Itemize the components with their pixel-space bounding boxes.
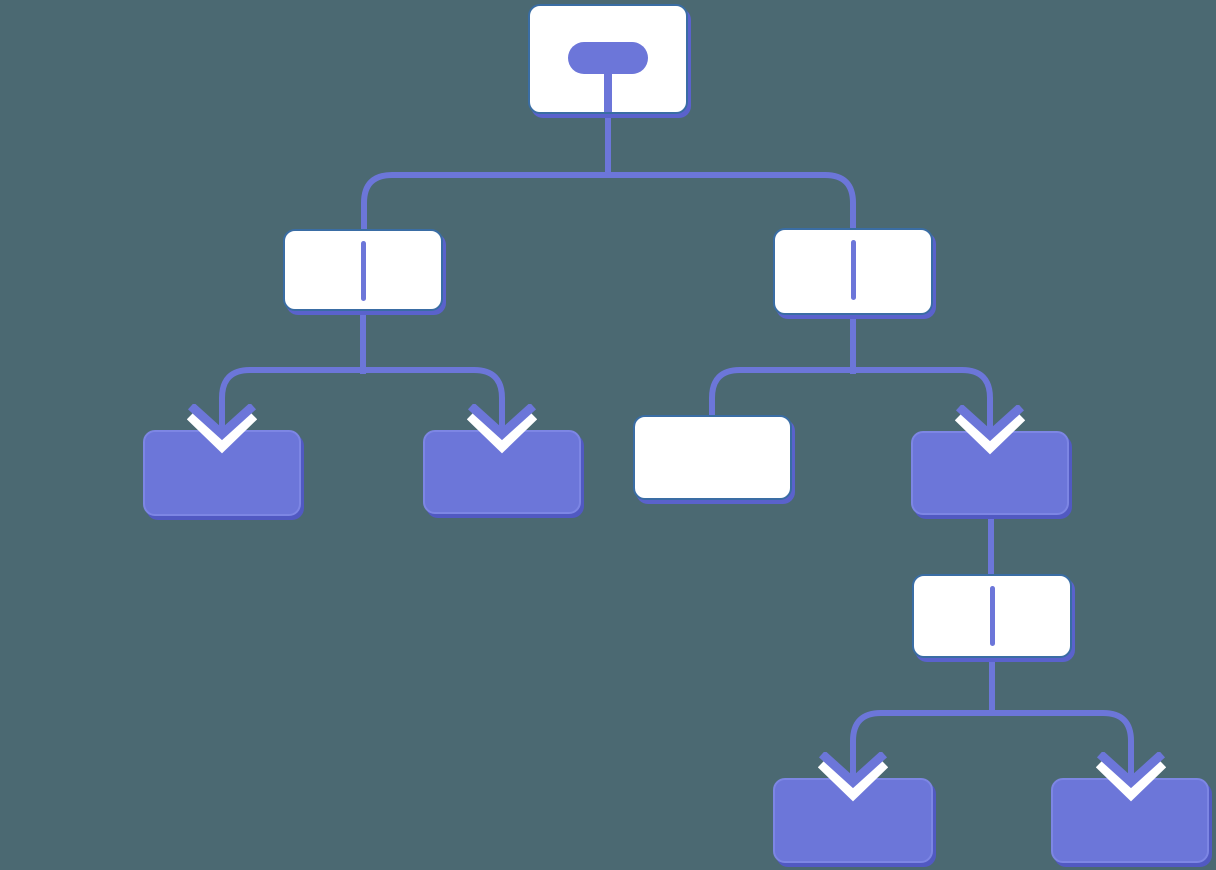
node-branch-left[interactable] xyxy=(283,229,443,311)
node-divider-line xyxy=(360,241,366,301)
node-child-plain[interactable] xyxy=(633,415,792,500)
node-leaf-bottom-2[interactable] xyxy=(1051,778,1209,863)
node-leaf-left-2[interactable] xyxy=(423,430,581,514)
node-child-purple[interactable] xyxy=(911,431,1069,515)
node-leaf-bottom-1[interactable] xyxy=(773,778,933,863)
node-divider-line xyxy=(989,586,995,646)
node-sub-branch[interactable] xyxy=(912,574,1072,658)
root-pill-stem xyxy=(604,70,612,112)
node-leaf-left-1[interactable] xyxy=(143,430,301,516)
connector-split-top xyxy=(361,172,856,232)
connector-split-left xyxy=(219,367,505,436)
connector-split-bottom xyxy=(850,710,1134,784)
root-pill xyxy=(568,42,648,74)
node-branch-right[interactable] xyxy=(773,228,933,315)
node-divider-line xyxy=(850,240,856,300)
node-root[interactable] xyxy=(528,4,688,114)
